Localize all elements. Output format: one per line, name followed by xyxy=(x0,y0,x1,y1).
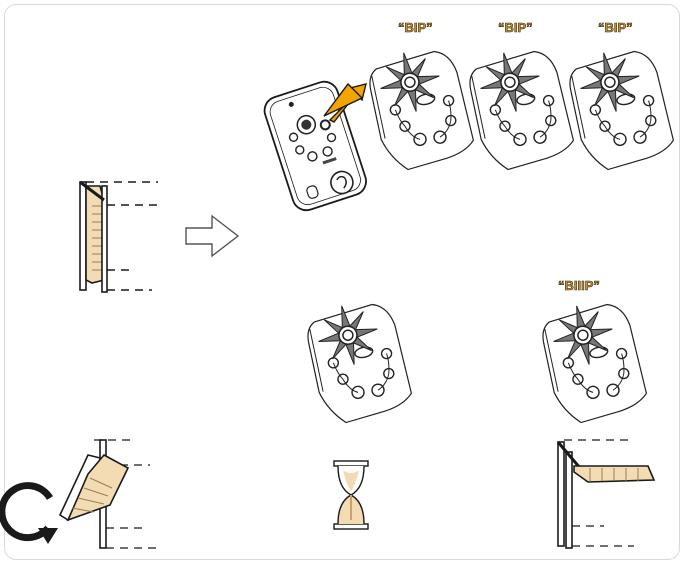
hourglass-icon xyxy=(333,460,369,530)
press-arrow-icon xyxy=(323,82,367,123)
keypad-bip-3 xyxy=(565,42,677,173)
shutter-open-figure xyxy=(556,439,656,549)
bip-label-3: “BIP” xyxy=(598,20,633,35)
shutter-closed-figure xyxy=(79,180,160,293)
keypad-bip-1 xyxy=(365,42,477,173)
curved-rotate-arrow-icon xyxy=(0,482,58,544)
hollow-right-arrow-icon xyxy=(185,214,240,258)
biiip-label: “BIIIP” xyxy=(558,278,600,293)
shutter-rotating-figure xyxy=(58,439,156,549)
bip-label-2: “BIP” xyxy=(498,20,533,35)
keypad-flash xyxy=(303,295,415,426)
keypad-bip-2 xyxy=(465,42,577,173)
bip-label-1: “BIP” xyxy=(398,20,433,35)
keypad-biiip xyxy=(538,295,650,426)
